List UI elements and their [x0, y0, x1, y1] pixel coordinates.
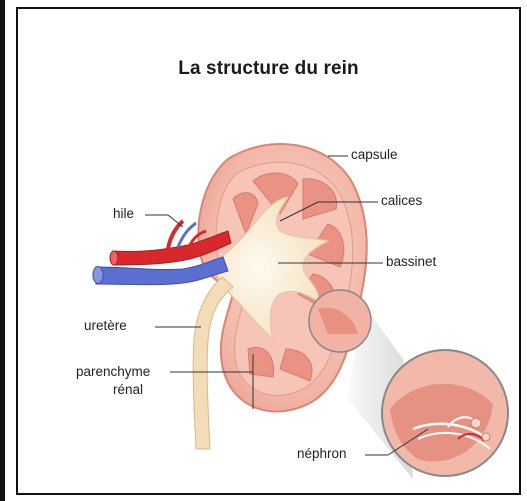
label-calices: calices [381, 193, 422, 208]
label-uretere: uretère [84, 318, 127, 333]
kidney-illustration [18, 9, 519, 493]
label-parenchyme: parenchyme [76, 364, 150, 379]
label-bassinet: bassinet [386, 254, 436, 269]
kidney-figure: La structure du rein [18, 9, 519, 493]
label-nephron: néphron [297, 446, 347, 461]
label-capsule: capsule [351, 147, 398, 162]
label-hile: hile [113, 206, 134, 221]
label-renal: rénal [113, 382, 143, 397]
left-edge-bar [0, 0, 5, 501]
